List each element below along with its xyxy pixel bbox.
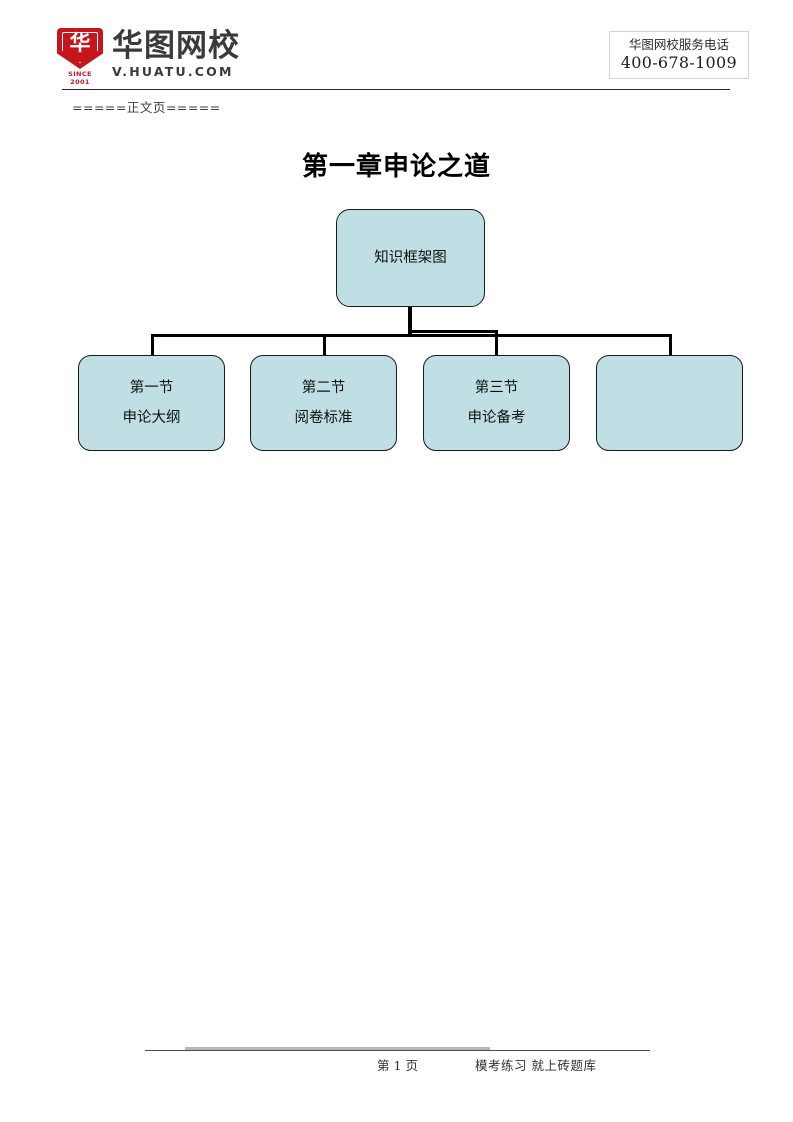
footer-slogan: 模考练习 就上砖题库 <box>475 1058 597 1073</box>
huatu-shield-icon: 华 SINCE 2001 <box>57 28 103 86</box>
connector-elbow-drop <box>495 330 498 355</box>
node-section-2-subtitle: 阅卷标准 <box>294 410 353 426</box>
diagram-node-section-1[interactable]: 第一节 申论大纲 <box>78 355 225 451</box>
diagram-node-section-4-empty[interactable] <box>596 355 743 451</box>
node-section-1-subtitle: 申论大纲 <box>122 410 181 426</box>
diagram-node-section-3[interactable]: 第三节 申论备考 <box>423 355 570 451</box>
diagram-node-section-2[interactable]: 第二节 阅卷标准 <box>250 355 397 451</box>
service-phone-label: 华图网校服务电话 <box>628 37 729 52</box>
brand-logo: 华 SINCE 2001 华图网校 V.HUATU.COM <box>57 28 240 86</box>
node-root-label: 知识框架图 <box>374 250 447 266</box>
diagram-node-root[interactable]: 知识框架图 <box>336 209 485 307</box>
connector-root-elbow <box>408 330 498 333</box>
connector-drop-child-4 <box>669 334 672 355</box>
connector-horizontal-bus <box>151 334 672 337</box>
node-section-1-title: 第一节 <box>129 380 174 396</box>
since-text: SINCE 2001 <box>68 70 92 86</box>
shield-inner-outline <box>62 32 98 63</box>
footer-divider <box>145 1050 650 1051</box>
page-section-marker: =====正文页===== <box>72 100 221 115</box>
chapter-title: 第一章申论之道 <box>301 152 491 182</box>
node-section-3-title: 第三节 <box>474 380 519 396</box>
footer-page-number: 第 1 页 <box>377 1058 418 1073</box>
node-section-2-title: 第二节 <box>301 380 346 396</box>
connector-root-stem <box>408 307 412 336</box>
node-section-3-subtitle: 申论备考 <box>467 410 526 426</box>
connector-drop-child-1 <box>151 334 154 355</box>
shield-glyph-text: 华 <box>69 31 91 55</box>
brand-name-en: V.HUATU.COM <box>112 64 234 79</box>
page-header: 华 SINCE 2001 华图网校 V.HUATU.COM 华图网校服务电话 4… <box>0 0 793 115</box>
service-phone-box: 华图网校服务电话 400-678-1009 <box>608 31 749 79</box>
brand-name-cn: 华图网校 <box>112 28 240 64</box>
service-phone-number: 400-678-1009 <box>620 53 737 72</box>
header-divider <box>62 89 730 90</box>
brand-wordmark: 华图网校 V.HUATU.COM <box>112 29 240 80</box>
footer-divider-accent <box>185 1047 490 1050</box>
connector-drop-child-2 <box>323 334 326 355</box>
